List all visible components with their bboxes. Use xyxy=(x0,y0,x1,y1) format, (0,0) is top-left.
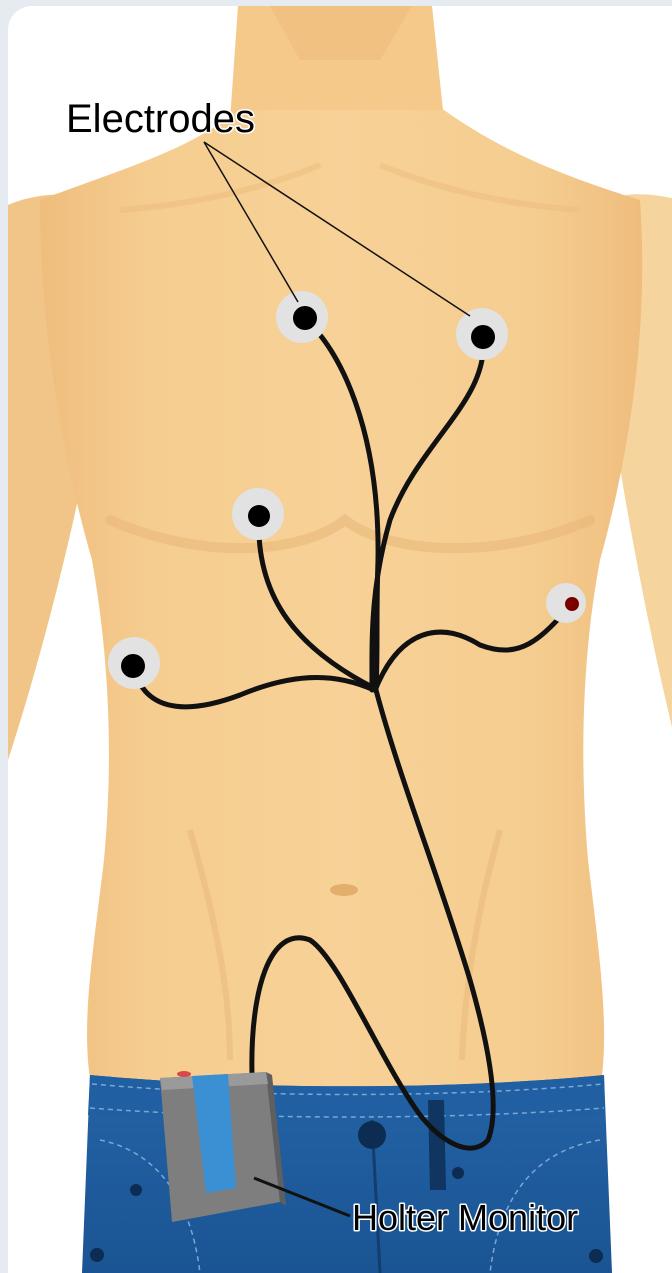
rivet-left-icon xyxy=(130,1184,142,1196)
rivet-bottom-icon xyxy=(90,1248,104,1262)
torso xyxy=(8,6,672,1090)
electrode-pad-icon xyxy=(108,637,160,689)
electrode-pad-icon xyxy=(232,488,284,540)
jeans-button-icon xyxy=(358,1121,386,1149)
electrode-pad-icon xyxy=(546,583,586,623)
rivet-bottom-right-icon xyxy=(589,1249,603,1263)
belt-loop xyxy=(428,1100,446,1190)
electrodes-label: Electrodes xyxy=(66,97,255,141)
rivet-right-icon xyxy=(452,1167,464,1179)
diagram-canvas: Electrodes Holter Monitor xyxy=(8,6,672,1273)
holter-monitor-label: Holter Monitor xyxy=(352,1197,578,1238)
holter-diagram-svg: Electrodes Holter Monitor xyxy=(8,6,672,1273)
electrode-pad-icon xyxy=(456,308,508,360)
electrode-pad-icon xyxy=(276,291,328,343)
navel xyxy=(330,884,358,896)
jeans xyxy=(82,1075,612,1273)
